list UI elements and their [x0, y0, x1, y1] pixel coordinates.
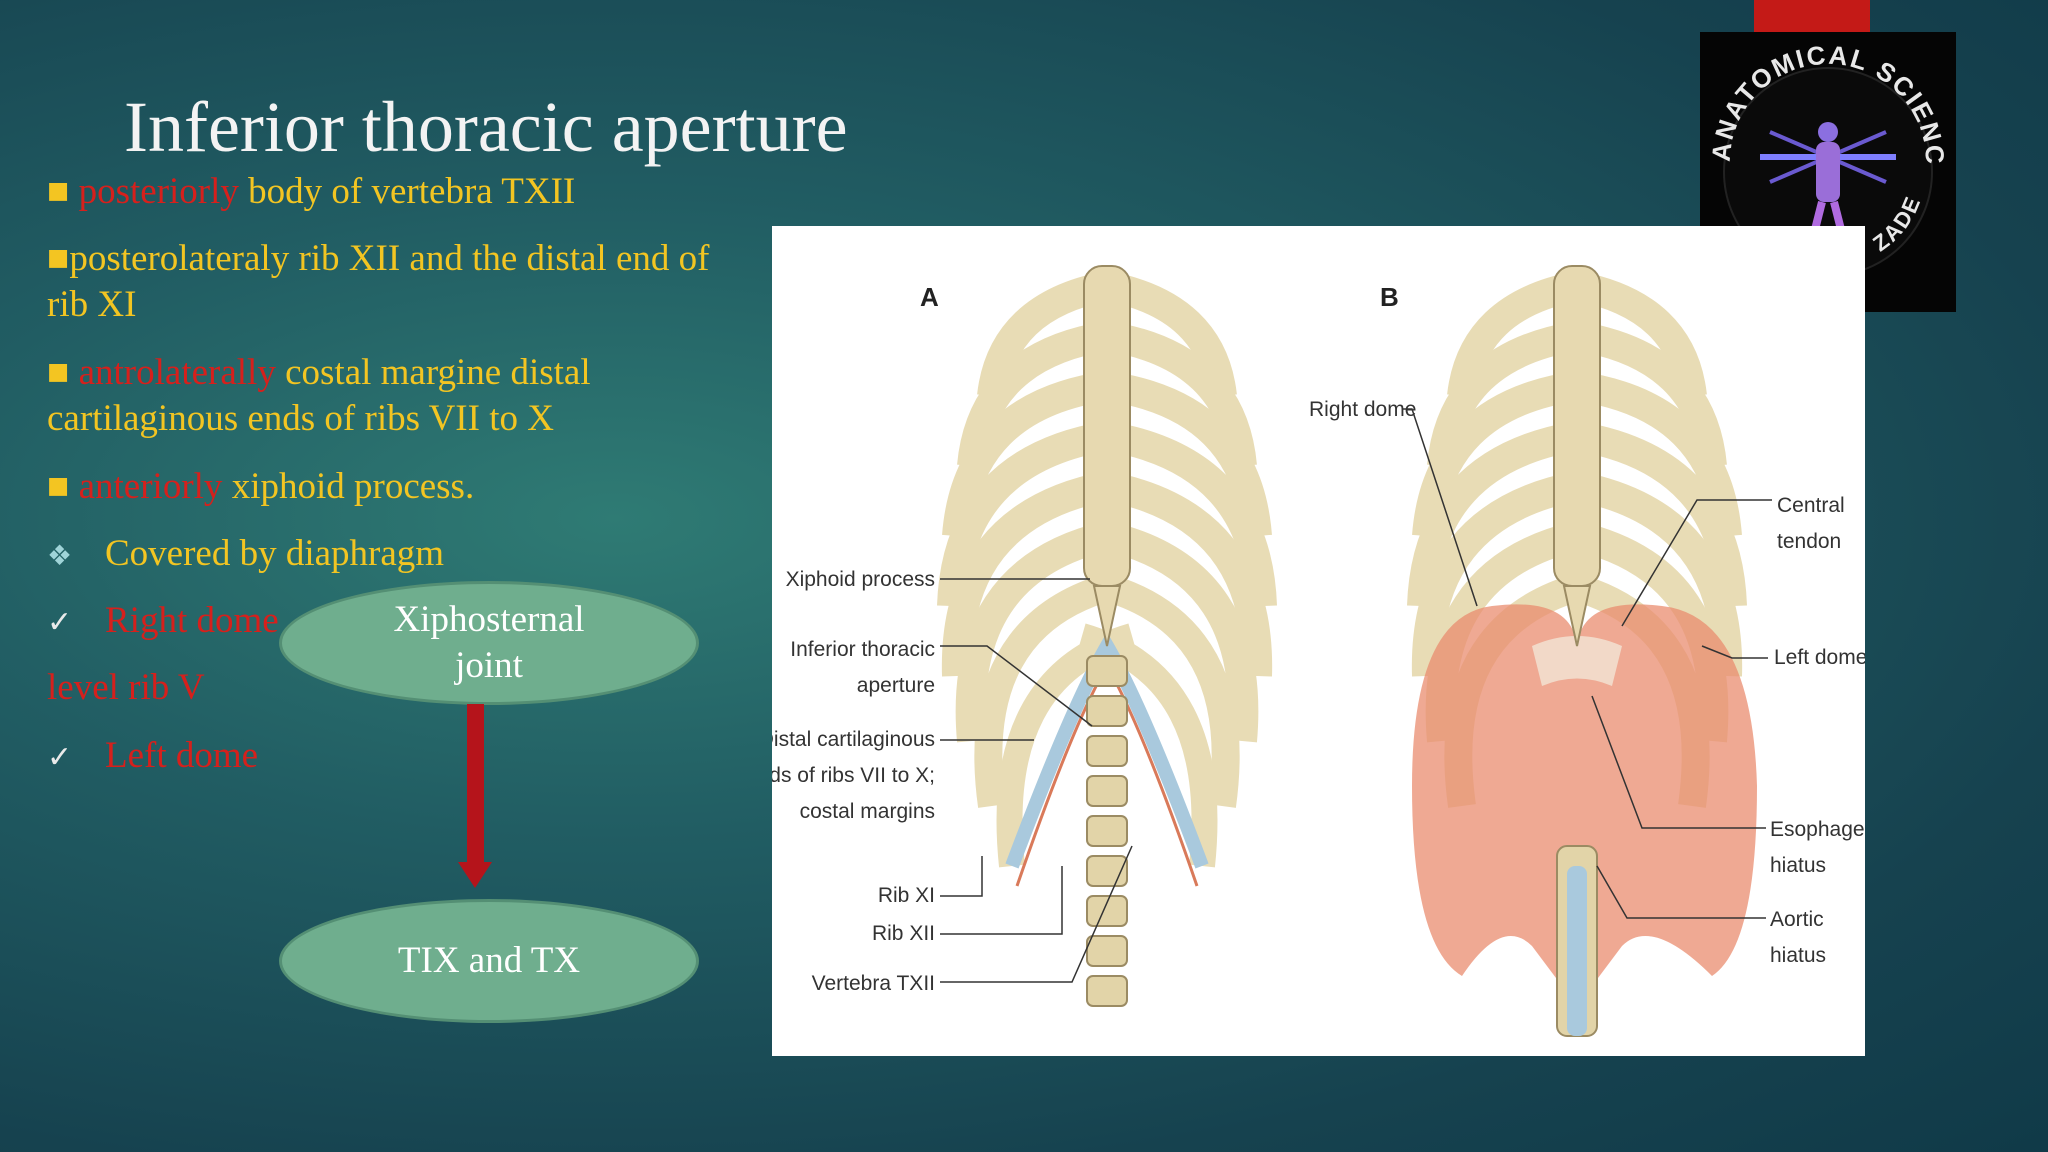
bullet-antrolaterally: ■ antrolaterally costal margine distal [47, 350, 591, 396]
label-costal-margins: costal margins [800, 800, 935, 823]
label-rib-xii: Rib XII [872, 922, 935, 945]
label-distal-cartilaginous: Distal cartilaginous [772, 728, 935, 751]
xiphosternal-joint-label: Xiphosternal joint [379, 597, 599, 689]
diamond-bullet-icon: ❖ [47, 534, 105, 580]
bullet-anteriorly: ■ anteriorly xiphoid process. [47, 464, 474, 510]
bullet-label: posteriorly [79, 171, 239, 212]
right-dome-item: ✓Right dome [47, 598, 279, 646]
label-vertebra-txii: Vertebra TXII [812, 972, 935, 995]
bullet-posterolateraly-continuation: rib XI [47, 282, 136, 328]
slide-title: Inferior thoracic aperture [124, 86, 848, 169]
accent-bar [1754, 0, 1870, 32]
bullet-text: costal margine distal [276, 352, 591, 393]
checkmark-icon: ✓ [47, 735, 105, 781]
label-left-dome: Left dome [1774, 646, 1865, 669]
bullet-antrolaterally-continuation: cartilaginous ends of ribs VII to X [47, 396, 554, 442]
left-dome-text: Left dome [105, 735, 258, 776]
bullet-text: body of vertebra TXII [239, 171, 575, 212]
bullet-text: xiphoid process. [222, 466, 474, 507]
label-right-dome: Right dome [1309, 398, 1416, 421]
label-aperture: aperture [857, 674, 935, 697]
label-central: Central [1777, 494, 1845, 517]
bullet-marker: ■ [47, 352, 79, 393]
label-hiatus-aortic: hiatus [1770, 944, 1826, 967]
label-xiphoid-process: Xiphoid process [786, 568, 935, 591]
bullet-label: antrolaterally [79, 352, 276, 393]
xiphosternal-joint-ellipse: Xiphosternal joint [279, 581, 699, 705]
panel-b-label: B [1380, 282, 1399, 312]
thoracic-cage-illustration: A Xiphoid process Inferior thoracic aper… [772, 226, 1865, 1056]
label-aortic: Aortic [1770, 908, 1824, 931]
bullet-marker: ■ [47, 238, 69, 279]
down-arrow-icon [458, 862, 492, 888]
bullet-label: anteriorly [79, 466, 223, 507]
label-rib-xi: Rib XI [878, 884, 935, 907]
bullet-marker: ■ [47, 171, 79, 212]
label-esophageal: Esophageal [1770, 818, 1865, 841]
checkmark-icon: ✓ [47, 600, 105, 646]
covered-text: Covered by diaphragm [105, 533, 444, 574]
tix-tx-label: TIX and TX [398, 938, 580, 984]
left-dome-item: ✓Left dome [47, 733, 258, 781]
label-ends-of-ribs: ends of ribs VII to X; [772, 764, 935, 787]
bullet-text: posterolateraly rib XII and the distal e… [69, 238, 709, 279]
right-dome-level: level rib V [47, 665, 205, 711]
label-inferior-thoracic: Inferior thoracic [790, 638, 935, 661]
bullet-posteriorly: ■ posteriorly body of vertebra TXII [47, 169, 575, 215]
right-dome-text: Right dome [105, 600, 279, 641]
down-arrow-shaft [467, 704, 484, 864]
panel-a-label: A [920, 282, 939, 312]
label-tendon: tendon [1777, 530, 1841, 553]
bullet-posterolateraly: ■posterolateraly rib XII and the distal … [47, 236, 709, 282]
covered-by-diaphragm: ❖Covered by diaphragm [47, 531, 444, 580]
label-hiatus-esophageal: hiatus [1770, 854, 1826, 877]
bullet-marker: ■ [47, 466, 79, 507]
tix-tx-ellipse: TIX and TX [279, 899, 699, 1023]
